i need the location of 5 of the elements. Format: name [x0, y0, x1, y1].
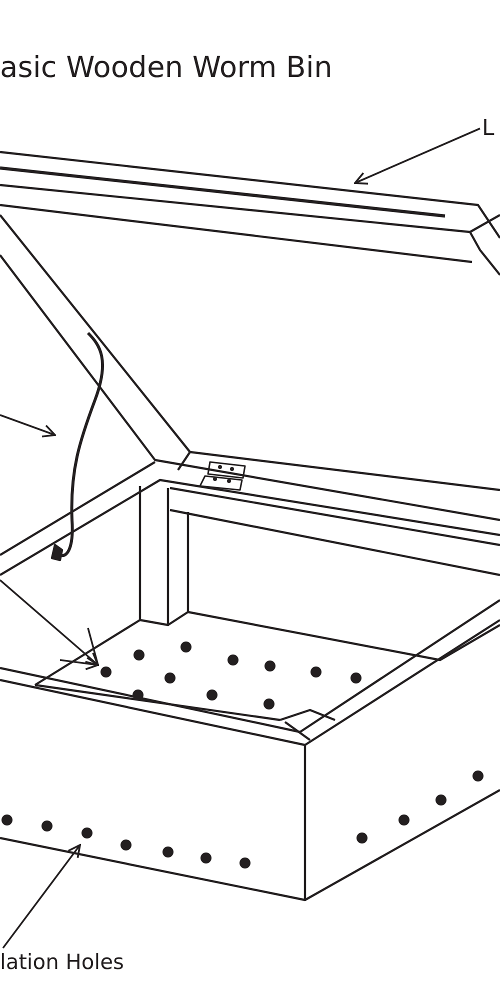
leader-line	[2, 844, 81, 949]
leader-line	[354, 128, 480, 185]
title: asic Wooden Worm Bin	[0, 50, 332, 84]
part-label: L	[482, 116, 494, 141]
part-label: lation Holes	[0, 950, 124, 974]
